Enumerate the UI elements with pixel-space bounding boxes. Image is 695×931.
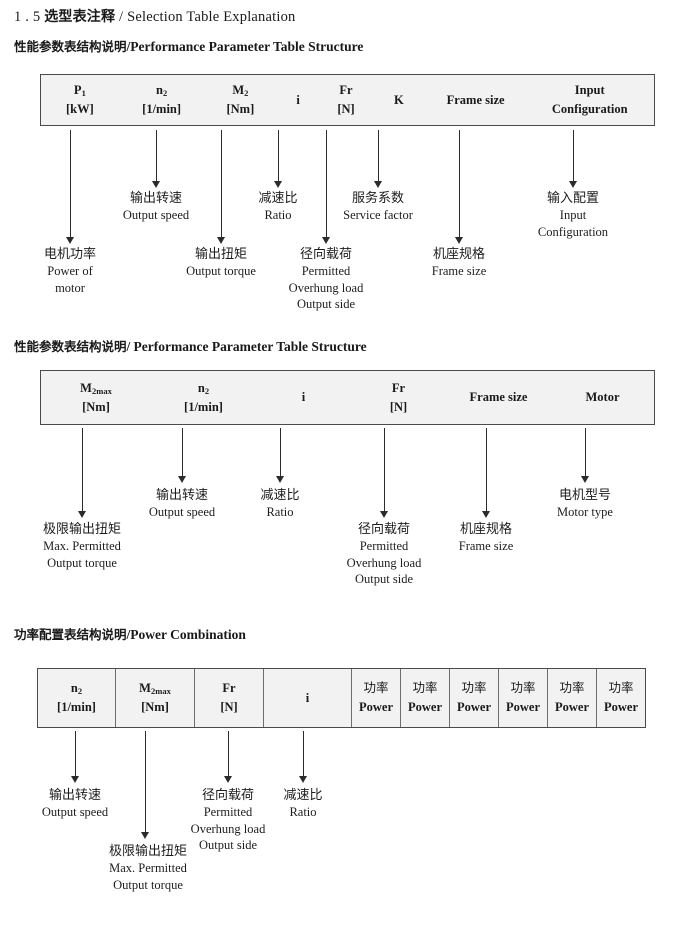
annotation-permitted-overhung-load: 径向载荷 Permitted Overhung load Output side xyxy=(288,247,364,312)
arrow-to-output-torque xyxy=(217,130,226,244)
section-1-heading-cn: 性能参数表结构说明 xyxy=(14,39,127,54)
annotation-ratio: 减速比 Ratio xyxy=(258,191,298,223)
table3-col-m2max: M2max [Nm] xyxy=(115,669,194,727)
section-2-heading-cn: 性能参数表结构说明 xyxy=(14,339,127,354)
power-combination-table: n2 [1/min] M2max [Nm] Fr [N] i 功率 Power … xyxy=(37,668,646,728)
annotation-max-permitted-output-torque: 极限输出扭矩 Max. Permitted Output torque xyxy=(42,522,122,570)
annotation-motor-type: 电机型号 Motor type xyxy=(557,488,613,520)
table2-col-n2: n2 [1/min] xyxy=(184,380,223,414)
section-2-heading: 性能参数表结构说明/ Performance Parameter Table S… xyxy=(14,336,367,355)
section-1-heading-en: Performance Parameter Table Structure xyxy=(130,39,364,54)
table2-col-frame-size: Frame size xyxy=(469,390,528,405)
page-title-separator: / xyxy=(119,9,124,25)
table3-col-power-5: 功率 Power xyxy=(547,669,596,727)
page-title-cn: 选型表注释 xyxy=(44,9,116,25)
arrow-to-service-factor xyxy=(374,130,383,188)
arrow-to-ratio xyxy=(274,130,283,188)
annotation-permitted-overhung-load-3: 径向载荷 Permitted Overhung load Output side xyxy=(190,788,266,853)
arrow-to-frame-size-2 xyxy=(482,428,491,518)
arrow-to-power-of-motor xyxy=(66,130,75,244)
arrow-to-motor-type xyxy=(581,428,590,483)
table3-col-fr: Fr [N] xyxy=(194,669,263,727)
table2-col-i: i xyxy=(301,390,306,405)
annotation-ratio-2: 减速比 Ratio xyxy=(260,488,300,520)
annotation-max-permitted-output-torque-3: 极限输出扭矩 Max. Permitted Output torque xyxy=(108,844,188,892)
table2-col-m2max: M2max [Nm] xyxy=(80,380,112,414)
page-title-number: 1 . 5 xyxy=(14,9,41,25)
table1-col-input-configuration: Input Configuration xyxy=(551,83,628,116)
table1-col-i: i xyxy=(296,92,300,107)
table3-col-power-2: 功率 Power xyxy=(400,669,449,727)
page-title: 1 . 5 选型表注释 / Selection Table Explanatio… xyxy=(14,6,296,26)
arrow-to-input-configuration xyxy=(569,130,578,188)
table3-col-power-4: 功率 Power xyxy=(498,669,547,727)
arrow-to-permitted-overhung-load-2 xyxy=(380,428,389,518)
table1-col-frame-size: Frame size xyxy=(446,92,505,107)
arrow-to-output-speed-3 xyxy=(71,731,80,783)
annotation-output-speed-3: 输出转速 Output speed xyxy=(41,788,109,820)
section-1-heading: 性能参数表结构说明/Performance Parameter Table St… xyxy=(14,36,363,55)
table3-col-power-6: 功率 Power xyxy=(596,669,645,727)
annotation-frame-size: 机座规格 Frame size xyxy=(431,247,487,279)
arrow-to-ratio-2 xyxy=(276,428,285,483)
table3-col-i: i xyxy=(263,669,351,727)
table3-col-n2: n2 [1/min] xyxy=(57,681,96,714)
arrow-to-permitted-overhung-load xyxy=(322,130,331,244)
arrow-to-max-permitted-output-torque xyxy=(78,428,87,518)
arrow-to-ratio-3 xyxy=(299,731,308,783)
table3-col-power-3: 功率 Power xyxy=(449,669,498,727)
arrow-to-output-speed xyxy=(152,130,161,188)
annotation-input-configuration: 输入配置 Input Configuration xyxy=(537,191,609,239)
section-3-heading-sep: / xyxy=(126,627,131,642)
annotation-permitted-overhung-load-2: 径向载荷 Permitted Overhung load Output side xyxy=(346,522,422,587)
table1-col-p1: P1 [kW] xyxy=(65,83,94,116)
annotation-ratio-3: 减速比 Ratio xyxy=(283,788,323,820)
annotation-output-speed-2: 输出转速 Output speed xyxy=(148,488,216,520)
section-2-heading-en: Performance Parameter Table Structure xyxy=(133,339,367,354)
section-1-heading-sep: / xyxy=(126,39,131,54)
section-3-heading-en: Power Combination xyxy=(130,627,246,642)
table2-col-motor: Motor xyxy=(585,390,620,405)
annotation-frame-size-2: 机座规格 Frame size xyxy=(458,522,514,554)
table2-col-fr: Fr [N] xyxy=(389,380,408,414)
arrow-to-permitted-overhung-load-3 xyxy=(224,731,233,783)
annotation-output-torque: 输出扭矩 Output torque xyxy=(186,247,256,279)
annotation-output-speed: 输出转速 Output speed xyxy=(122,191,190,223)
annotation-service-factor: 服务系数 Service factor xyxy=(343,191,413,223)
table1-col-n2: n2 [1/min] xyxy=(142,83,182,116)
table1-col-k: K xyxy=(393,92,404,107)
table1-col-fr: Fr [N] xyxy=(337,83,355,116)
performance-parameter-table-1: P1 [kW] n2 [1/min] M2 [Nm] i Fr [N] K Fr… xyxy=(40,74,655,126)
performance-parameter-table-2: M2max [Nm] n2 [1/min] i Fr [N] Frame siz… xyxy=(40,370,655,425)
table1-col-m2: M2 [Nm] xyxy=(226,83,255,116)
section-2-heading-sep: / xyxy=(126,339,131,354)
section-3-heading: 功率配置表结构说明/Power Combination xyxy=(14,624,246,643)
page-title-en: Selection Table Explanation xyxy=(127,9,296,25)
section-3-heading-cn: 功率配置表结构说明 xyxy=(14,627,127,642)
annotation-power-of-motor: 电机功率 Power of motor xyxy=(43,247,97,295)
arrow-to-output-speed-2 xyxy=(178,428,187,483)
table3-col-power-1: 功率 Power xyxy=(351,669,400,727)
arrow-to-max-permitted-output-torque-3 xyxy=(141,731,150,839)
arrow-to-frame-size xyxy=(455,130,464,244)
